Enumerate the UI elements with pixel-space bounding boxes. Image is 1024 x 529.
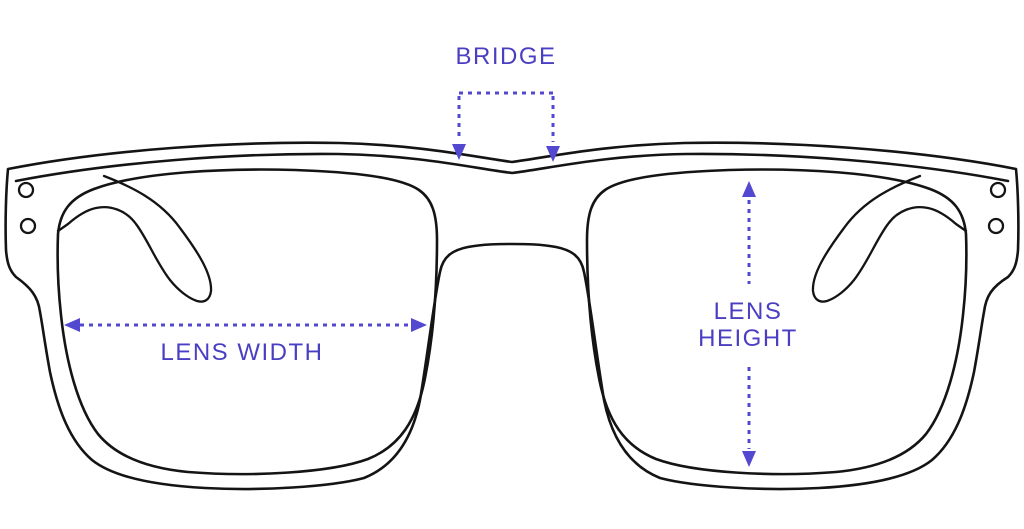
bridge-arrow-down-left-icon	[452, 144, 466, 160]
lens-width-arrow-right-icon	[411, 318, 427, 332]
right-temple-fold	[811, 174, 968, 303]
right-lens-outline	[585, 168, 968, 476]
frame-outline	[4, 141, 1020, 491]
lens-height-label-line1: LENS	[713, 298, 783, 325]
lens-width-arrow-left-icon	[64, 318, 80, 332]
left-lens-outline	[56, 168, 439, 476]
lens-height-label-line2: HEIGHT	[698, 325, 798, 352]
lens-width-measure-arrow	[64, 318, 427, 332]
bridge-measure-arrow	[452, 91, 560, 162]
bridge-label: BRIDGE	[406, 43, 606, 70]
lens-width-label: LENS WIDTH	[92, 339, 392, 366]
left-hinge-rivet-top-icon	[17, 181, 35, 199]
right-hinge-rivet-bottom-icon	[987, 217, 1005, 235]
lens-height-arrow-down-icon	[742, 451, 756, 467]
left-temple-fold	[56, 174, 213, 303]
right-hinge-rivet-top-icon	[989, 181, 1007, 199]
lens-height-arrow-up-icon	[742, 181, 756, 197]
bridge-arrow-down-right-icon	[546, 146, 560, 162]
top-bar-edge-line	[14, 152, 1010, 183]
lens-height-label: LENS HEIGHT	[648, 298, 848, 352]
left-hinge-rivet-bottom-icon	[19, 217, 37, 235]
lens-width-label-text: LENS WIDTH	[160, 339, 324, 366]
bridge-label-text: BRIDGE	[455, 43, 557, 70]
lens-height-measure-arrow	[742, 181, 756, 467]
